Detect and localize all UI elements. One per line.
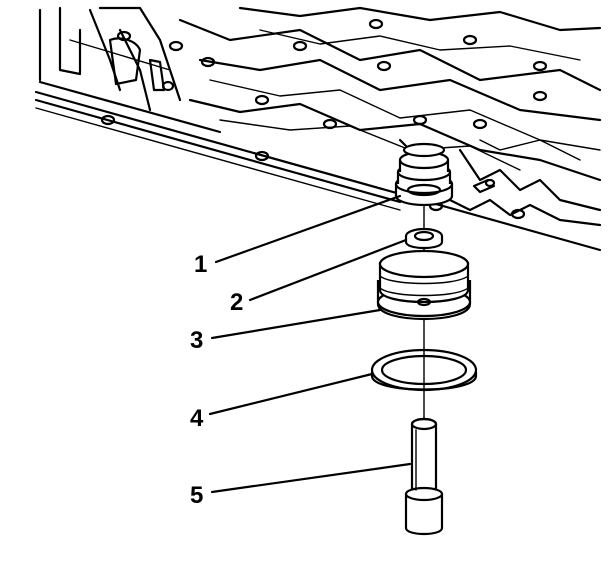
callout-label-2: 2 xyxy=(230,289,243,316)
callout-label-3: 3 xyxy=(190,327,203,354)
dowel-pin xyxy=(472,178,496,194)
leader-line-1 xyxy=(214,194,402,264)
piston xyxy=(376,249,472,321)
leader-line-2 xyxy=(248,238,408,302)
callout-label-1: 1 xyxy=(194,251,207,278)
transmission-case xyxy=(34,6,602,252)
leader-lines xyxy=(208,194,412,494)
spring xyxy=(394,142,454,207)
retainer-ring xyxy=(404,227,444,250)
leader-line-3 xyxy=(210,308,382,340)
seal-ring xyxy=(370,348,478,392)
pin-bolt xyxy=(404,417,444,536)
bolt-holes xyxy=(100,18,548,220)
leader-line-4 xyxy=(208,372,374,416)
callout-label-5: 5 xyxy=(190,482,203,509)
callout-label-4: 4 xyxy=(190,405,204,432)
leader-line-5 xyxy=(210,462,412,494)
callout-labels: 1 2 3 4 5 xyxy=(190,251,243,509)
